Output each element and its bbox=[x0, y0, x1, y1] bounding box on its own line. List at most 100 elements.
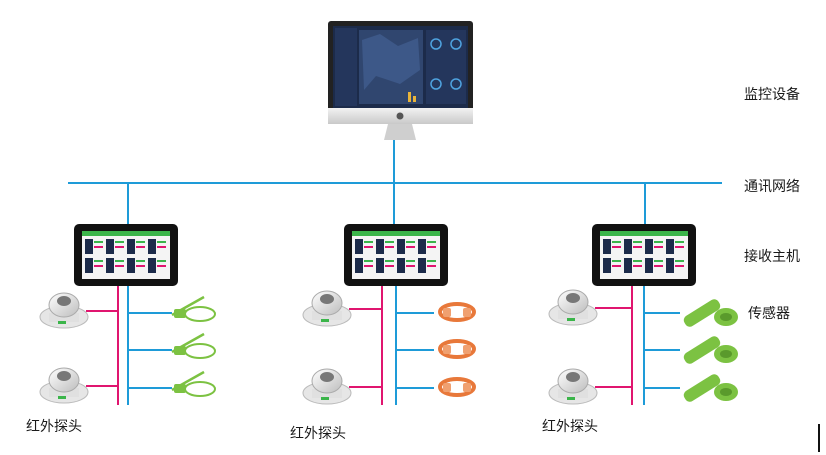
ring-sensor-node bbox=[443, 308, 451, 317]
probe-lens bbox=[57, 371, 71, 381]
host-screen bbox=[352, 231, 440, 279]
host-group bbox=[39, 224, 216, 405]
host-screen-card-image bbox=[148, 239, 156, 254]
screen-gauge bbox=[430, 38, 442, 50]
host-screen-card-text bbox=[136, 260, 145, 262]
host-screen-card-image bbox=[376, 239, 384, 254]
host-screen-card-text bbox=[385, 260, 394, 262]
clamp-sensor-ring-hole bbox=[720, 313, 732, 321]
host-screen-card-image bbox=[127, 239, 135, 254]
cable-tie-loop bbox=[184, 343, 216, 359]
host-screen-card-image bbox=[355, 239, 363, 254]
ring-sensor-band bbox=[438, 302, 476, 322]
cable-tie-sensor-head bbox=[174, 309, 186, 318]
host-screen-card-text bbox=[157, 265, 166, 267]
screen-gauge bbox=[450, 78, 462, 90]
host-screen-card-text bbox=[115, 246, 124, 248]
host-screen-card-text bbox=[94, 260, 103, 262]
host-screen-card-text bbox=[427, 265, 436, 267]
host-screen-card-image bbox=[624, 258, 632, 273]
host-screen-card-image bbox=[106, 258, 114, 273]
host-screen bbox=[82, 231, 170, 279]
host-screen-card-text bbox=[633, 260, 642, 262]
ring-sensor-node bbox=[463, 308, 471, 317]
probe-lens bbox=[57, 296, 71, 306]
screen-map-shape bbox=[362, 34, 420, 90]
host-screen-card-image bbox=[645, 239, 653, 254]
ring-sensor-node bbox=[463, 383, 471, 392]
monitor-device bbox=[328, 21, 473, 140]
host-screen-card-text bbox=[633, 241, 642, 243]
host-screen-card-image bbox=[355, 258, 363, 273]
host-screen-card-text bbox=[675, 246, 684, 248]
clamp-sensor-arm bbox=[683, 336, 721, 364]
host-screen-card-image bbox=[148, 258, 156, 273]
screen-bar bbox=[408, 92, 411, 102]
host-screen-header bbox=[352, 231, 440, 236]
ring-sensor-band bbox=[438, 377, 476, 397]
host-screen-card-text bbox=[612, 241, 621, 243]
host-screen-card-text bbox=[654, 265, 663, 267]
host-screen-card-text bbox=[385, 246, 394, 248]
ring-sensor-node bbox=[443, 345, 451, 354]
probe-label: 红外探头 bbox=[290, 426, 346, 442]
host-screen-card-text bbox=[364, 265, 373, 267]
host-screen-card-text bbox=[612, 265, 621, 267]
host-screen-card-text bbox=[633, 265, 642, 267]
host-screen bbox=[600, 231, 688, 279]
tier-label-sensor: 传感器 bbox=[748, 306, 790, 322]
probe-led bbox=[58, 321, 66, 324]
host-screen-header bbox=[600, 231, 688, 236]
host-screen-card-text bbox=[427, 246, 436, 248]
ring-sensor-node bbox=[463, 345, 471, 354]
host-screen-card-text bbox=[675, 241, 684, 243]
host-screen-card-image bbox=[418, 239, 426, 254]
host-screen-card-text bbox=[406, 260, 415, 262]
host-screen-card-image bbox=[127, 258, 135, 273]
host-screen-card-image bbox=[85, 258, 93, 273]
host-screen-card-text bbox=[364, 246, 373, 248]
screen-bar bbox=[413, 96, 416, 102]
host-screen-card-text bbox=[157, 241, 166, 243]
host-screen-card-image bbox=[376, 258, 384, 273]
monitor-stand bbox=[384, 124, 416, 140]
tier-label-host: 接收主机 bbox=[744, 249, 800, 265]
probe-led bbox=[567, 397, 575, 400]
host-screen-card-image bbox=[397, 239, 405, 254]
apple-logo-icon bbox=[396, 112, 404, 120]
host-screen-card-text bbox=[385, 265, 394, 267]
host-screen-card-text bbox=[136, 246, 145, 248]
host-screen-card-text bbox=[157, 246, 166, 248]
cable-tie-sensor-head bbox=[174, 384, 186, 393]
host-screen-card-image bbox=[603, 239, 611, 254]
host-screen-card-text bbox=[654, 246, 663, 248]
ring-sensor-node bbox=[443, 383, 451, 392]
host-screen-card-text bbox=[136, 241, 145, 243]
probe-label: 红外探头 bbox=[542, 419, 598, 435]
host-screen-card-image bbox=[397, 258, 405, 273]
probe-led bbox=[58, 396, 66, 399]
screen-gauge bbox=[430, 78, 442, 90]
host-screen-card-text bbox=[115, 260, 124, 262]
host-screen-card-text bbox=[406, 241, 415, 243]
probe-label: 红外探头 bbox=[26, 419, 82, 435]
host-screen-card-text bbox=[364, 260, 373, 262]
host-screen-card-text bbox=[364, 241, 373, 243]
clamp-sensor-ring-hole bbox=[720, 388, 732, 396]
host-screen-card-image bbox=[666, 258, 674, 273]
edge-marker bbox=[818, 424, 820, 452]
host-screen-card-image bbox=[645, 258, 653, 273]
host-screen-card-text bbox=[94, 265, 103, 267]
probe-lens bbox=[566, 293, 580, 303]
host-screen-card-image bbox=[85, 239, 93, 254]
host-screen-card-text bbox=[157, 260, 166, 262]
host-group bbox=[302, 224, 476, 405]
host-screen-card-text bbox=[654, 260, 663, 262]
host-screen-card-text bbox=[654, 241, 663, 243]
host-screen-header bbox=[82, 231, 170, 236]
host-screen-card-text bbox=[612, 260, 621, 262]
host-group bbox=[548, 224, 738, 405]
screen-sidebar bbox=[335, 28, 357, 106]
probe-lens bbox=[320, 294, 334, 304]
